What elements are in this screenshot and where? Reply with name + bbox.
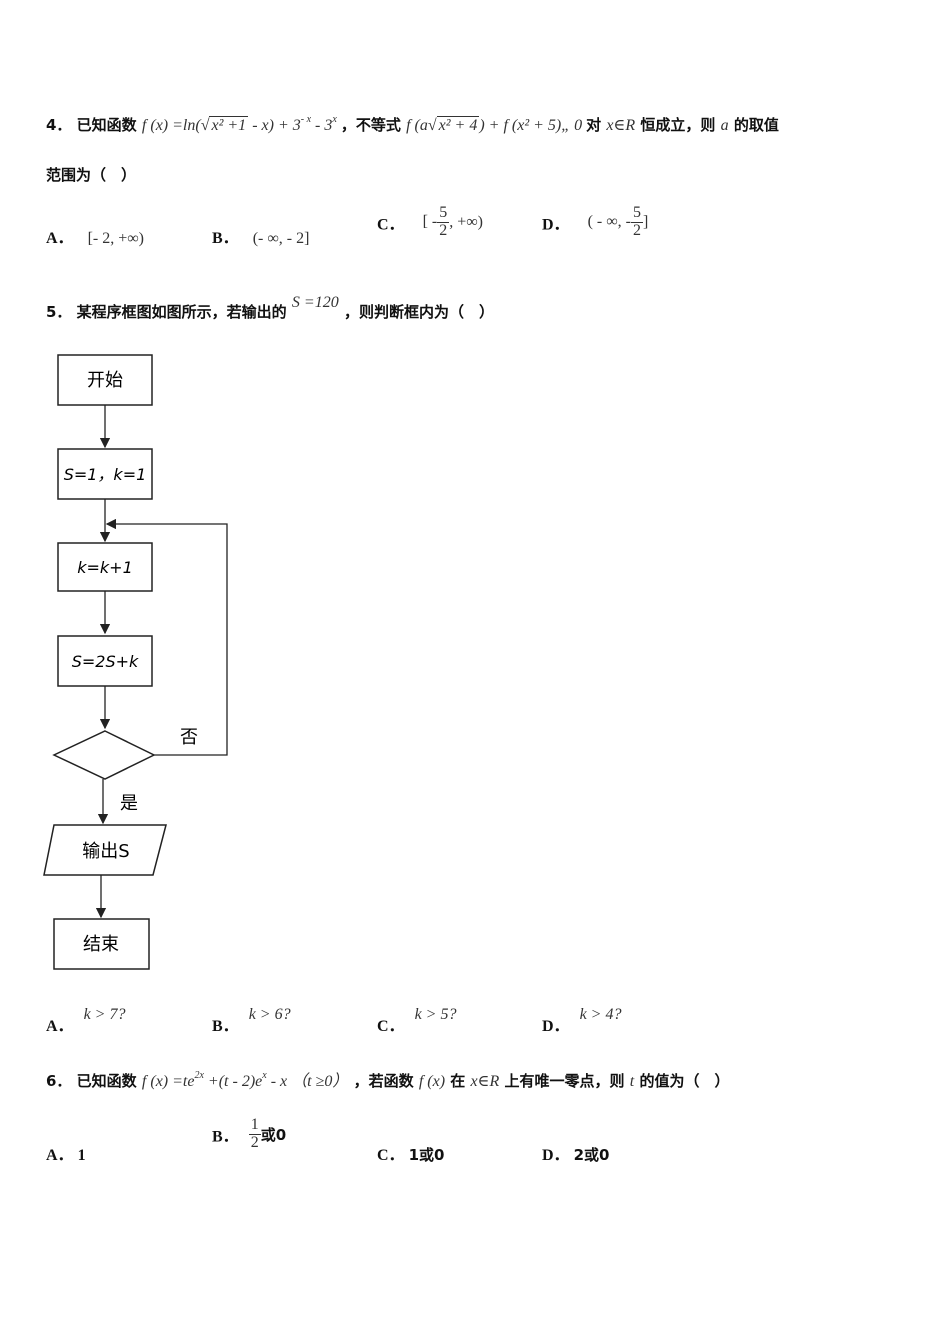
q6-line1: 6． 已知函数 f (x) =te2x +(t - 2)ex - x （t ≥0… [46,1067,729,1091]
q6-text-4: 上有唯一零点，则 [504,1072,625,1090]
q5-output-value: S =120 [291,294,339,311]
q5-option-b[interactable]: B． k > 6? [212,1006,291,1035]
flow-end-box [53,918,150,970]
q4-option-a[interactable]: A． [- 2, +∞) [46,230,144,247]
q6-param-t: t [629,1073,635,1090]
q5-flowchart: 开始 S=1，k=1 k=k+1 S=2S+k 否 是 输出S 结束 [43,354,228,970]
q4-number: 4． [46,116,72,134]
flow-init-box [57,448,153,500]
flow-start-box [57,354,153,406]
flow-decision-diamond [52,730,156,780]
q6-text-2: ，若函数 [353,1072,414,1090]
q6-domain: x∈R [470,1073,500,1090]
flow-step1-box [57,542,153,592]
q6-option-c[interactable]: C． 1或0 [377,1146,445,1164]
flow-step1-text: k=k+1 [77,558,133,577]
q4-text-2: ，不等式 [340,116,401,134]
q5-number: 5． [46,303,72,321]
flow-yes-label: 是 [120,793,138,814]
flow-start-text: 开始 [87,370,123,391]
q4-option-b[interactable]: B． (- ∞, - 2] [212,230,310,247]
q4-text-3: 对 [586,116,602,134]
flow-output-text: 输出S [82,841,129,862]
q6-option-a[interactable]: A． 1 [46,1147,86,1164]
q4-function: f (x) =ln(√x² +1 - x) + 3- x - 3x [141,114,337,134]
q6-condition: （t ≥0） [291,1073,349,1090]
q6-text-1: 已知函数 [76,1072,137,1090]
q6-option-d[interactable]: D． 2或0 [542,1146,610,1164]
q4-inequality: f (a√x² + 4) + f (x² + 5)„ 0 [406,116,583,134]
q5-line1: 5． 某程序框图如图所示，若输出的 S =120 ，则判断框内为（ ） [46,294,494,322]
q6-text-3: 在 [450,1072,466,1090]
q4-text-4: 恒成立，则 [640,116,716,134]
q4-param-a: a [720,117,729,134]
q4-text-1: 已知函数 [76,116,137,134]
q4-text-5: 的取值 [733,116,779,134]
q5-option-c[interactable]: C． k > 5? [377,1006,457,1035]
q4-line2: 范围为（ ） [46,166,137,184]
q5-text-2: ，则判断框内为（ ） [343,303,494,321]
q6-fx-short: f (x) [418,1073,446,1090]
q6-number: 6． [46,1072,72,1090]
flow-output-box [43,824,167,876]
flow-step2-text: S=2S+k [72,652,139,671]
flow-init-text: S=1，k=1 [64,465,147,484]
q4-domain: x∈R [606,117,636,134]
flow-end-text: 结束 [83,934,119,955]
q4-line1: 4． 已知函数 f (x) =ln(√x² +1 - x) + 3- x - 3… [46,114,779,135]
q6-text-5: 的值为（ ） [639,1072,730,1090]
q5-option-d[interactable]: D． k > 4? [542,1006,622,1035]
flow-no-label: 否 [180,727,198,748]
q6-function: f (x) =te2x +(t - 2)ex - x [141,1070,288,1090]
q5-option-a[interactable]: A． k > 7? [46,1006,126,1035]
q5-text-1: 某程序框图如图所示，若输出的 [76,303,287,321]
